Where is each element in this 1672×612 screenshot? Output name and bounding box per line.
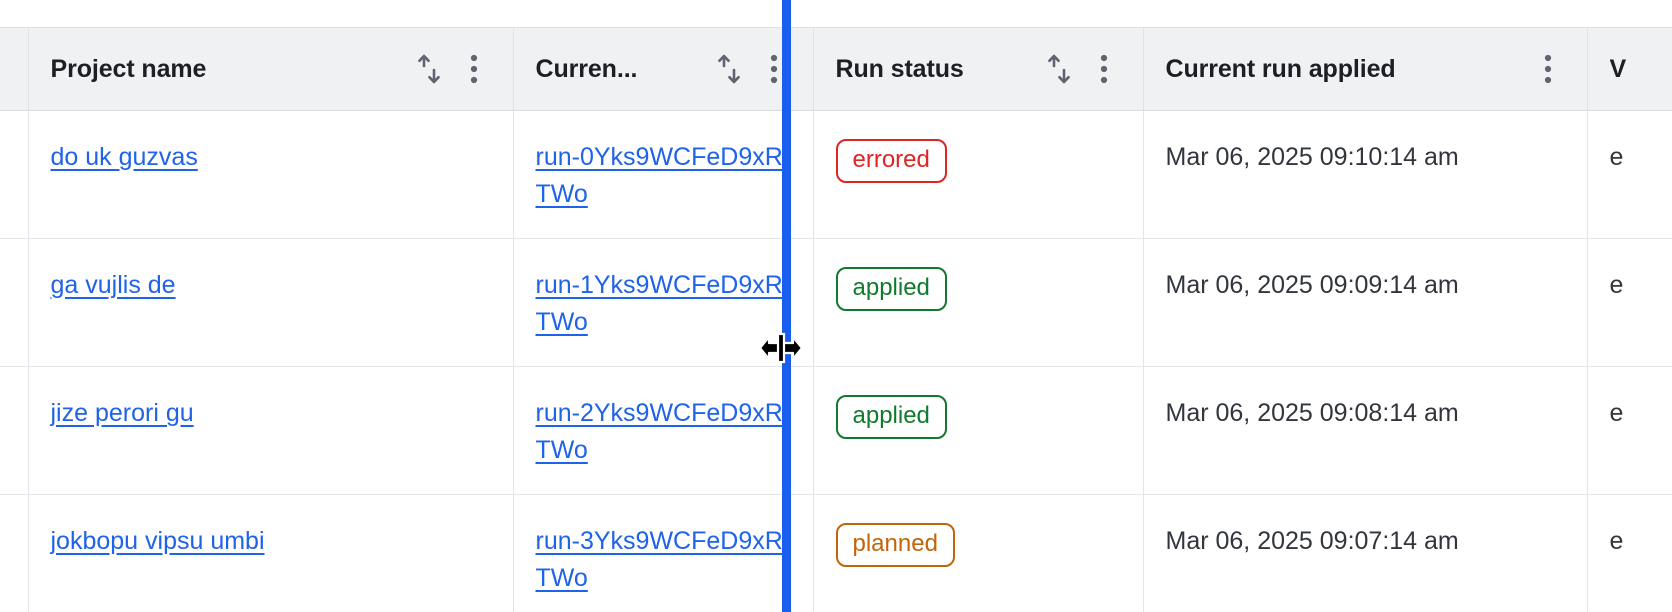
cell-vcs: e <box>1587 494 1672 612</box>
column-header-label-vcs: V <box>1609 54 1627 83</box>
cell-current-run: run-3Yks9WCFeD9xRTWo <box>513 494 814 612</box>
column-menu-kebab-icon[interactable] <box>457 49 491 89</box>
cell-current-run-applied: Mar 06, 2025 09:07:14 am <box>1143 494 1588 612</box>
current-run-link[interactable]: run-0Yks9WCFeD9xRTWo <box>535 143 783 208</box>
cell-project-name: ga vujlis de <box>28 238 514 367</box>
status-badge: applied <box>835 267 947 311</box>
current-run-applied-value: Mar 06, 2025 09:07:14 am <box>1165 527 1459 555</box>
vcs-value: e <box>1609 527 1624 555</box>
project-name-link[interactable]: do uk guzvas <box>50 143 198 171</box>
status-badge: planned <box>835 523 955 567</box>
current-run-applied-value: Mar 06, 2025 09:08:14 am <box>1165 399 1459 427</box>
current-run-link[interactable]: run-2Yks9WCFeD9xRTWo <box>535 399 783 464</box>
projects-table: Project name <box>0 27 1672 612</box>
project-name-link[interactable]: ga vujlis de <box>50 271 176 299</box>
cell-project-name: jokbopu vipsu umbi <box>28 494 514 612</box>
cell-project-name: do uk guzvas <box>28 110 514 239</box>
sort-arrows-icon[interactable] <box>413 49 447 89</box>
cell-current-run-applied: Mar 06, 2025 09:08:14 am <box>1143 366 1588 495</box>
cell-vcs: e <box>1587 110 1672 239</box>
column-header-current-run-applied[interactable]: Current run applied <box>1143 27 1588 111</box>
row-select-cell[interactable] <box>0 110 29 239</box>
column-menu-kebab-icon[interactable] <box>1087 49 1121 89</box>
table-row[interactable]: ga vujlis de run-1Yks9WCFeD9xRTWo applie… <box>0 238 1672 367</box>
row-select-cell[interactable] <box>0 238 29 367</box>
column-header-current-run[interactable]: Curren... <box>513 27 814 111</box>
table-row[interactable]: jize perori gu run-2Yks9WCFeD9xRTWo appl… <box>0 366 1672 495</box>
column-header-label-project-name: Project name <box>50 54 207 83</box>
column-header-label-current-run-applied: Current run applied <box>1165 54 1396 83</box>
cell-vcs: e <box>1587 366 1672 495</box>
vcs-value: e <box>1609 271 1624 299</box>
table-header-row: Project name <box>0 27 1672 111</box>
row-select-cell[interactable] <box>0 494 29 612</box>
column-header-vcs[interactable]: V <box>1587 27 1672 111</box>
column-header-project-name[interactable]: Project name <box>28 27 514 111</box>
status-badge: applied <box>835 395 947 439</box>
table-row[interactable]: do uk guzvas run-0Yks9WCFeD9xRTWo errore… <box>0 110 1672 239</box>
project-name-link[interactable]: jokbopu vipsu umbi <box>50 527 265 555</box>
cell-current-run: run-0Yks9WCFeD9xRTWo <box>513 110 814 239</box>
project-name-link[interactable]: jize perori gu <box>50 399 194 427</box>
current-run-applied-value: Mar 06, 2025 09:10:14 am <box>1165 143 1459 171</box>
column-menu-kebab-icon[interactable] <box>1531 49 1565 89</box>
table-body: do uk guzvas run-0Yks9WCFeD9xRTWo errore… <box>0 110 1672 612</box>
status-badge: errored <box>835 139 947 183</box>
column-header-label-current-run: Curren... <box>535 54 638 83</box>
current-run-link[interactable]: run-1Yks9WCFeD9xRTWo <box>535 271 783 336</box>
cell-current-run: run-1Yks9WCFeD9xRTWo <box>513 238 814 367</box>
table-row[interactable]: jokbopu vipsu umbi run-3Yks9WCFeD9xRTWo … <box>0 494 1672 612</box>
cell-current-run-applied: Mar 06, 2025 09:09:14 am <box>1143 238 1588 367</box>
current-run-applied-value: Mar 06, 2025 09:09:14 am <box>1165 271 1459 299</box>
sort-arrows-icon[interactable] <box>713 49 747 89</box>
cell-run-status: planned <box>813 494 1144 612</box>
vcs-value: e <box>1609 399 1624 427</box>
cell-run-status: applied <box>813 366 1144 495</box>
cell-current-run-applied: Mar 06, 2025 09:10:14 am <box>1143 110 1588 239</box>
table-header: Project name <box>0 27 1672 111</box>
column-header-run-status[interactable]: Run status <box>813 27 1144 111</box>
column-header-label-run-status: Run status <box>835 54 964 83</box>
cell-current-run: run-2Yks9WCFeD9xRTWo <box>513 366 814 495</box>
row-select-cell[interactable] <box>0 366 29 495</box>
cell-vcs: e <box>1587 238 1672 367</box>
column-menu-kebab-icon[interactable] <box>757 49 791 89</box>
cell-project-name: jize perori gu <box>28 366 514 495</box>
vcs-value: e <box>1609 143 1624 171</box>
cell-run-status: errored <box>813 110 1144 239</box>
sort-arrows-icon[interactable] <box>1043 49 1077 89</box>
current-run-link[interactable]: run-3Yks9WCFeD9xRTWo <box>535 527 783 592</box>
column-header-select[interactable] <box>0 27 29 111</box>
cell-run-status: applied <box>813 238 1144 367</box>
